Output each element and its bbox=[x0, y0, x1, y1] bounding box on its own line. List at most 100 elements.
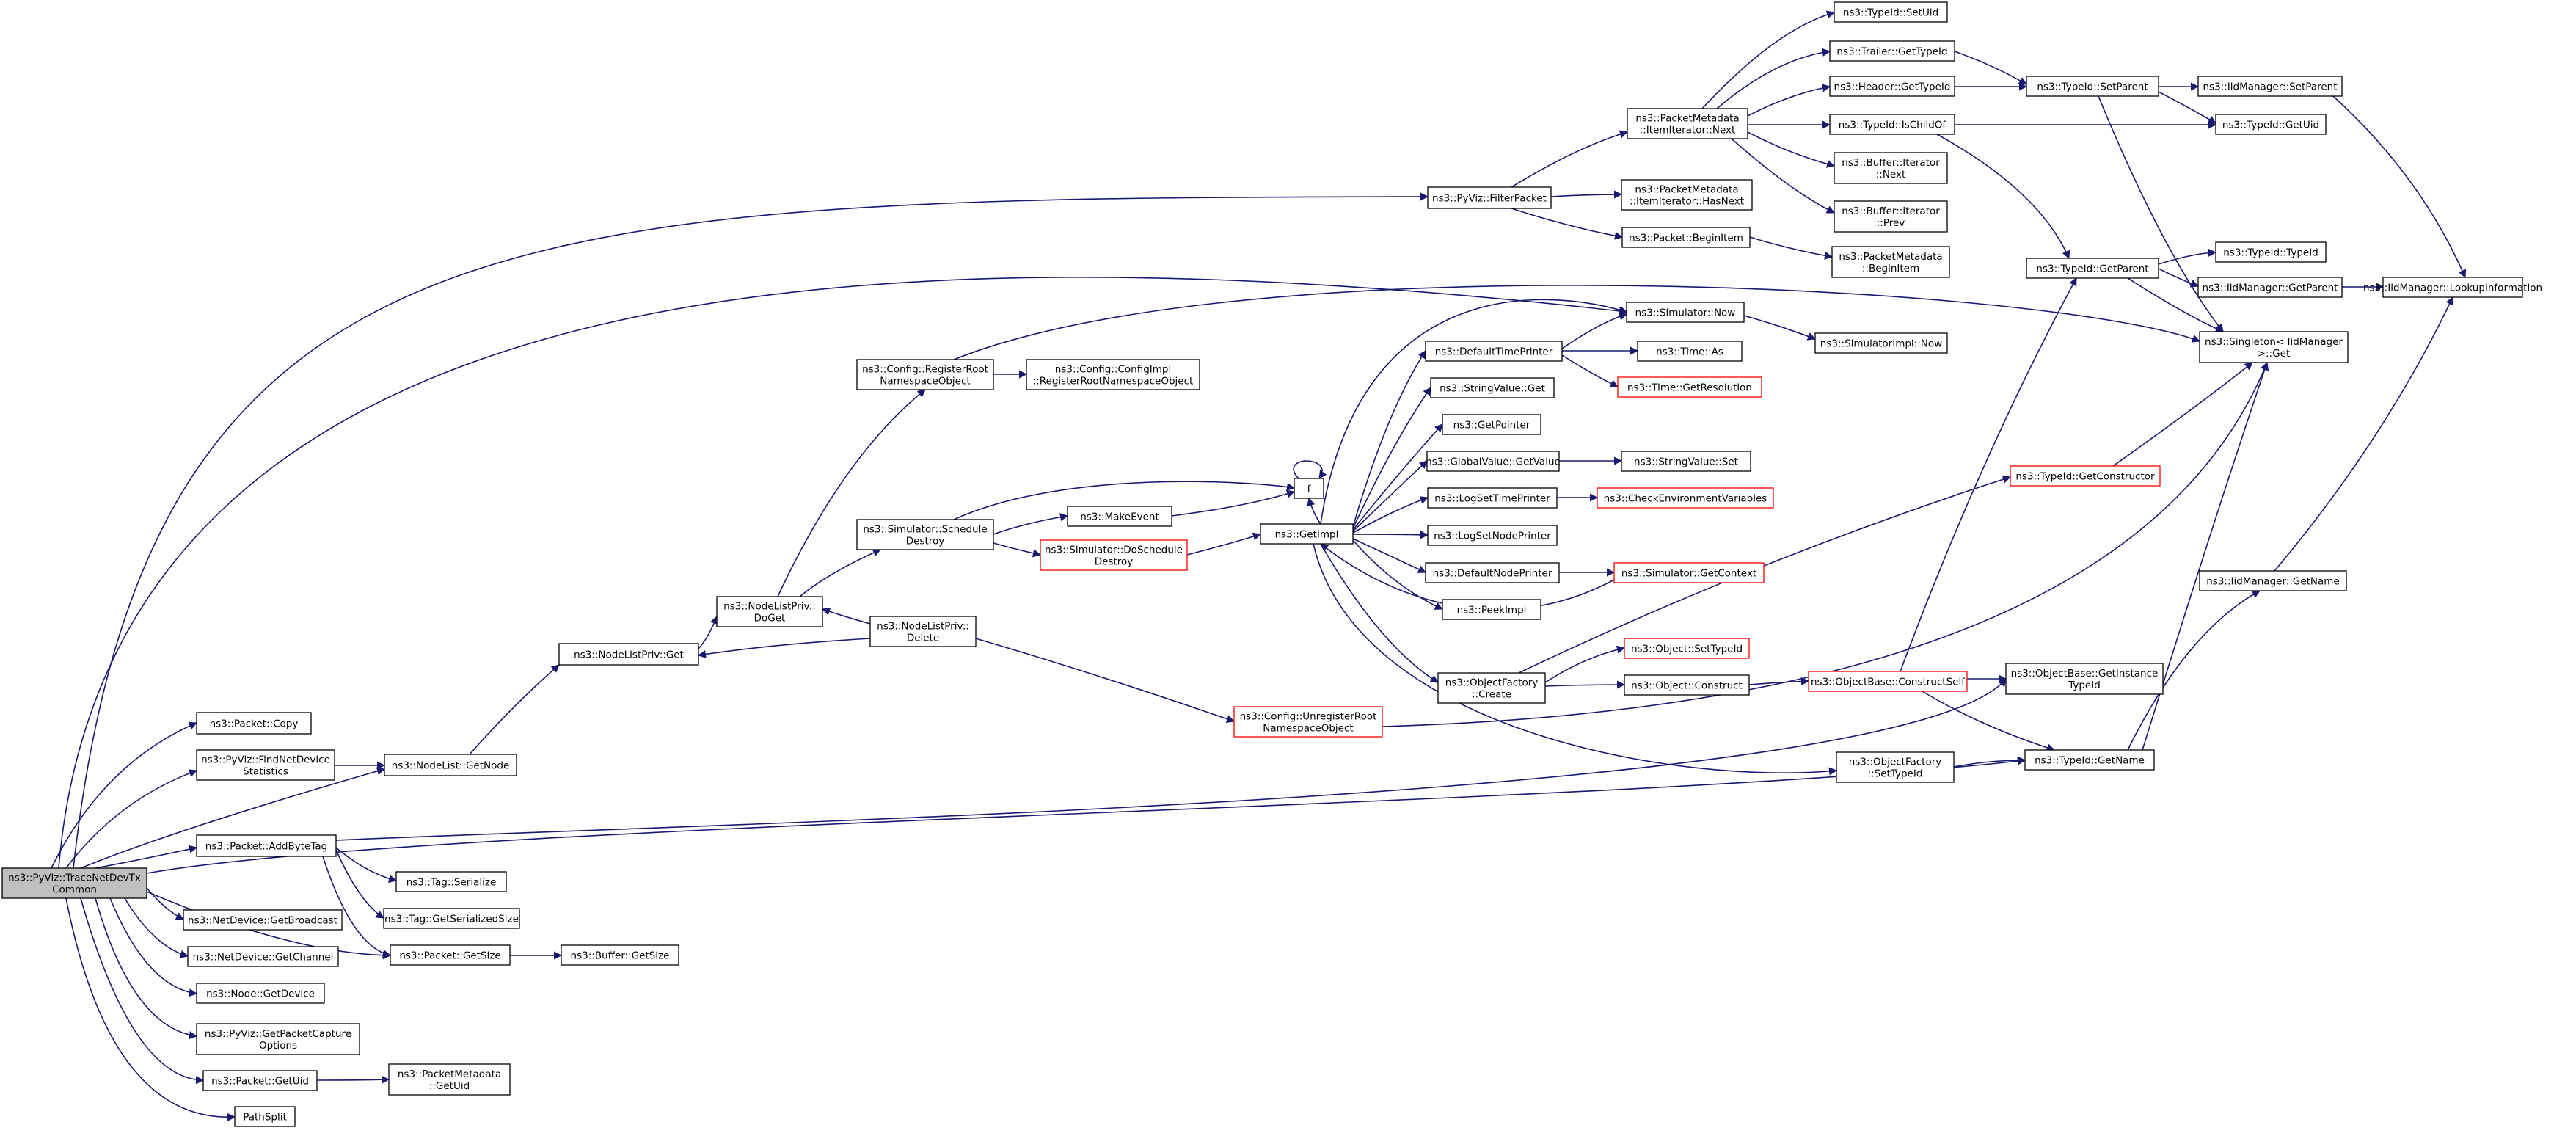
graph-node-bufitprev[interactable]: ns3::Buffer::Iterator::Prev bbox=[1834, 200, 1948, 233]
graph-node-makeevent[interactable]: ns3::MakeEvent bbox=[1067, 506, 1172, 527]
graph-node-pmgetuid[interactable]: ns3::PacketMetadata::GetUid bbox=[388, 1063, 511, 1096]
call-edge-defaulttimeprinter-to-timegetres bbox=[1561, 354, 1619, 387]
node-label: NamespaceObject bbox=[880, 376, 970, 387]
graph-node-typeidgetuid[interactable]: ns3::TypeId::GetUid bbox=[2215, 114, 2327, 135]
graph-node-typeidsetparent[interactable]: ns3::TypeId::SetParent bbox=[2026, 76, 2159, 97]
graph-node-nlprivdoget[interactable]: ns3::NodeListPriv::DoGet bbox=[716, 596, 823, 627]
graph-node-iidgetname[interactable]: ns3::IidManager::GetName bbox=[2199, 570, 2347, 591]
graph-node-globalvalueget[interactable]: ns3::GlobalValue::GetValue bbox=[1426, 451, 1561, 472]
node-box bbox=[1829, 114, 1955, 135]
call-edge-pyvizfilter-to-pmithasnext bbox=[1550, 190, 1623, 199]
graph-node-cfgimplregister[interactable]: ns3::Config::ConfigImpl::RegisterRootNam… bbox=[1026, 359, 1200, 390]
graph-node-typeidgetctor[interactable]: ns3::TypeId::GetConstructor bbox=[2010, 465, 2161, 487]
graph-node-cfgunregister[interactable]: ns3::Config::UnregisterRootNamespaceObje… bbox=[1233, 706, 1383, 738]
graph-node-iidgetparent[interactable]: ns3::IidManager::GetParent bbox=[2197, 277, 2343, 298]
graph-node-simnow[interactable]: ns3::Simulator::Now bbox=[1626, 302, 1745, 323]
graph-node-logsettime[interactable]: ns3::LogSetTimePrinter bbox=[1427, 487, 1558, 509]
graph-node-stringvalueset[interactable]: ns3::StringValue::Set bbox=[1621, 451, 1751, 472]
graph-node-headergettypeid[interactable]: ns3::Header::GetTypeId bbox=[1829, 76, 1955, 97]
node-box bbox=[1427, 186, 1552, 209]
graph-node-addbytetag[interactable]: ns3::Packet::AddByteTag bbox=[196, 834, 337, 857]
graph-node-simimplnow[interactable]: ns3::SimulatorImpl::Now bbox=[1814, 332, 1948, 354]
graph-node-trailergettypeid[interactable]: ns3::Trailer::GetTypeId bbox=[1829, 40, 1955, 62]
graph-node-timegetres[interactable]: ns3::Time::GetResolution bbox=[1617, 376, 1762, 398]
graph-node-stringvalueget[interactable]: ns3::StringValue::Get bbox=[1430, 377, 1555, 398]
graph-node-pathsplit[interactable]: PathSplit bbox=[234, 1106, 296, 1127]
graph-node-tagserialize[interactable]: ns3::Tag::Serialize bbox=[395, 871, 507, 892]
graph-node-typeidischildof[interactable]: ns3::TypeId::IsChildOf bbox=[1829, 114, 1955, 135]
graph-node-bufitnext[interactable]: ns3::Buffer::Iterator::Next bbox=[1834, 152, 1948, 184]
node-box bbox=[234, 1106, 296, 1127]
call-edge-typeidgetparent-to-singletonget bbox=[2127, 277, 2225, 333]
graph-node-objfactorycreate[interactable]: ns3::ObjectFactory::Create bbox=[1437, 672, 1546, 704]
node-label: ns3::Packet::GetSize bbox=[399, 950, 500, 962]
graph-node-getbroadcast[interactable]: ns3::NetDevice::GetBroadcast bbox=[183, 909, 343, 931]
graph-node-getpointer[interactable]: ns3::GetPointer bbox=[1442, 414, 1541, 435]
graph-node-iidlookup[interactable]: ns3::IidManager::LookupInformation bbox=[2363, 277, 2542, 298]
node-label: DoGet bbox=[754, 613, 786, 625]
graph-node-getdevice[interactable]: ns3::Node::GetDevice bbox=[196, 983, 325, 1004]
graph-node-cfgregister[interactable]: ns3::Config::RegisterRootNamespaceObject bbox=[856, 359, 994, 390]
graph-node-buffergetsize[interactable]: ns3::Buffer::GetSize bbox=[561, 944, 679, 966]
node-box bbox=[2024, 749, 2155, 771]
node-label: ns3::MakeEvent bbox=[1080, 511, 1159, 523]
call-edge-pyvizfilter-to-pmitnext bbox=[1511, 130, 1629, 188]
graph-node-taggetsersize[interactable]: ns3::Tag::GetSerializedSize bbox=[383, 908, 520, 929]
graph-node-copy[interactable]: ns3::Packet::Copy bbox=[196, 712, 312, 735]
graph-node-defaultnodeprinter[interactable]: ns3::DefaultNodePrinter bbox=[1425, 562, 1560, 583]
call-edge-nlprivdoget-to-cfgregister bbox=[777, 389, 926, 597]
node-label: f bbox=[1307, 484, 1312, 495]
graph-node-objbaseconstructself[interactable]: ns3::ObjectBase::ConstructSelf bbox=[1808, 671, 1968, 692]
node-box bbox=[196, 1023, 360, 1055]
call-edge-pmitnext-to-headergettypeid bbox=[1747, 84, 1831, 117]
node-label: ns3::ObjectBase::GetInstance bbox=[2011, 668, 2159, 680]
graph-node-typeidtypeid[interactable]: ns3::TypeId::TypeId bbox=[2215, 241, 2327, 263]
node-label: ns3::IidManager::SetParent bbox=[2203, 81, 2338, 93]
node-label: ns3::Simulator::GetContext bbox=[1621, 568, 1756, 580]
graph-node-simgetcontext[interactable]: ns3::Simulator::GetContext bbox=[1613, 562, 1765, 583]
graph-node-getimpl[interactable]: ns3::GetImpl bbox=[1260, 523, 1354, 545]
node-box bbox=[2199, 331, 2349, 363]
graph-node-typeidsetuid[interactable]: ns3::TypeId::SetUid bbox=[1834, 1, 1948, 23]
node-box bbox=[1621, 451, 1751, 472]
graph-node-objfactorysettypeid[interactable]: ns3::ObjectFactory::SetTypeId bbox=[1836, 751, 1955, 783]
node-box bbox=[1624, 638, 1750, 659]
graph-node-typeidgetparent[interactable]: ns3::TypeId::GetParent bbox=[2026, 258, 2159, 279]
graph-node-pmbeginitem[interactable]: ns3::PacketMetadata::BeginItem bbox=[1831, 246, 1950, 278]
graph-node-packetbeginitem[interactable]: ns3::Packet::BeginItem bbox=[1621, 227, 1751, 248]
graph-node-checkenv[interactable]: ns3::CheckEnvironmentVariables bbox=[1597, 487, 1774, 509]
node-box bbox=[1260, 523, 1354, 545]
graph-node-packetgetsize[interactable]: ns3::Packet::GetSize bbox=[390, 944, 511, 966]
graph-node-peekimpl[interactable]: ns3::PeekImpl bbox=[1442, 599, 1541, 620]
call-edge-pmitnext-to-trailergettypeid bbox=[1716, 48, 1831, 109]
graph-node-pyvizfilter[interactable]: ns3::PyViz::FilterPacket bbox=[1427, 186, 1552, 209]
graph-node-timeas[interactable]: ns3::Time::As bbox=[1637, 341, 1743, 362]
graph-node-getuid[interactable]: ns3::Packet::GetUid bbox=[202, 1070, 318, 1091]
graph-node-nodelistget[interactable]: ns3::NodeList::GetNode bbox=[384, 754, 517, 776]
node-label: ns3::DefaultTimePrinter bbox=[1435, 346, 1553, 358]
graph-node-pmitnext[interactable]: ns3::PacketMetadata::ItemIterator::Next bbox=[1627, 108, 1748, 139]
graph-node-typeidgetname[interactable]: ns3::TypeId::GetName bbox=[2024, 749, 2155, 771]
graph-node-iidsetparent[interactable]: ns3::IidManager::SetParent bbox=[2197, 76, 2343, 97]
graph-node-defaulttimeprinter[interactable]: ns3::DefaultTimePrinter bbox=[1425, 341, 1563, 362]
graph-node-singletonget[interactable]: ns3::Singleton< IidManager>::Get bbox=[2199, 331, 2349, 363]
graph-node-objconstruct[interactable]: ns3::Object::Construct bbox=[1624, 674, 1750, 696]
graph-node-nlprivget[interactable]: ns3::NodeListPriv::Get bbox=[558, 643, 699, 666]
graph-node-getchannel[interactable]: ns3::NetDevice::GetChannel bbox=[187, 946, 339, 967]
node-box bbox=[869, 616, 977, 647]
node-box bbox=[1836, 751, 1955, 783]
node-label: ::Next bbox=[1876, 169, 1906, 181]
graph-node-f[interactable]: f bbox=[1294, 478, 1324, 499]
graph-node-logsetnode[interactable]: ns3::LogSetNodePrinter bbox=[1427, 525, 1558, 546]
graph-node-pmithasnext[interactable]: ns3::PacketMetadata::ItemIterator::HasNe… bbox=[1621, 179, 1753, 211]
call-edge-typeidgetparent-to-iidgetparent bbox=[2158, 268, 2200, 288]
graph-node-nlprivdelete[interactable]: ns3::NodeListPriv::Delete bbox=[869, 616, 977, 647]
graph-node-objsettypeid[interactable]: ns3::Object::SetTypeId bbox=[1624, 638, 1750, 659]
